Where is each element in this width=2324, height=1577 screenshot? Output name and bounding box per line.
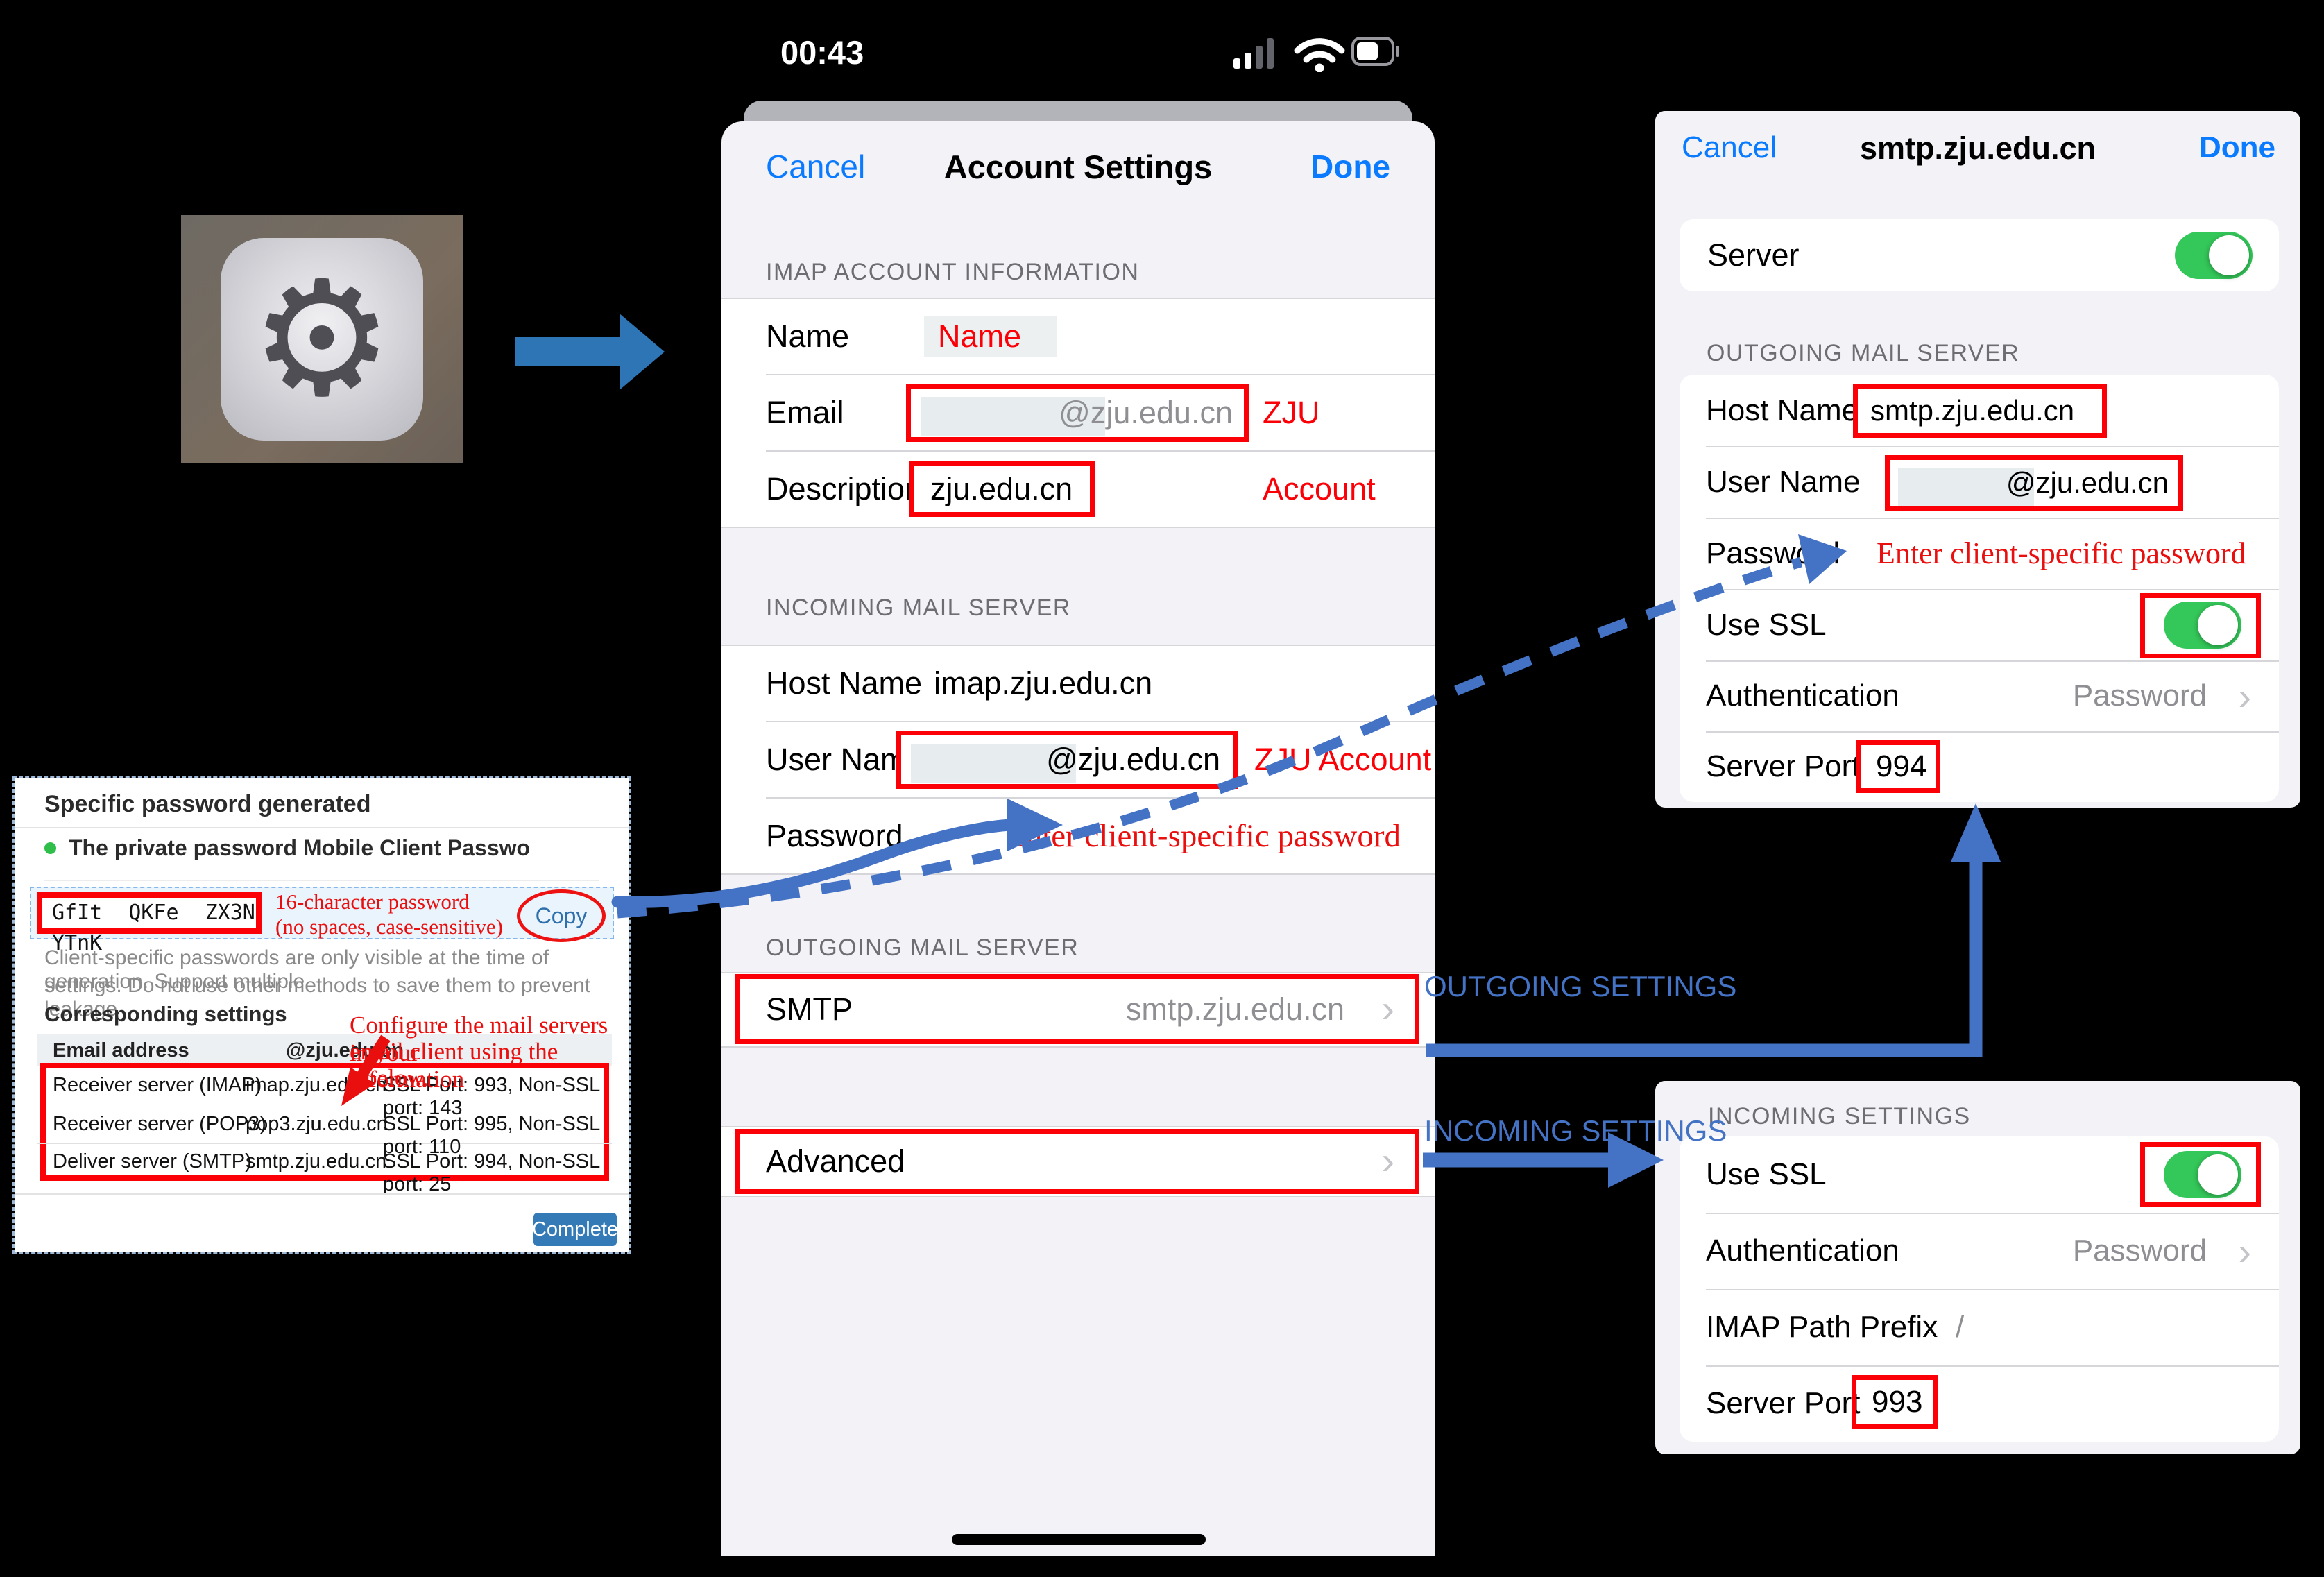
server-toggle[interactable] (2175, 232, 2253, 279)
outgoing-server-card: Host Name smtp.zju.edu.cn User Name @zju… (1680, 375, 2279, 802)
imap-path-label: IMAP Path Prefix (1706, 1310, 1938, 1344)
redacted-smtp-user-local (1898, 468, 2034, 506)
description-field[interactable]: zju.edu.cn (909, 461, 1095, 517)
smtp-label: SMTP (766, 991, 853, 1027)
dialog-subtitle: The private password Mobile Client Passw… (69, 835, 531, 860)
smtp-auth-chevron-icon: › (2238, 674, 2251, 718)
copy-button[interactable]: Copy (517, 889, 606, 942)
smtp-panel-cancel-button[interactable]: Cancel (1682, 130, 1777, 164)
advanced-row[interactable] (721, 1127, 1435, 1196)
smtp-chevron-icon: › (1381, 987, 1394, 1030)
incoming-auth-chevron-icon: › (2238, 1229, 2251, 1273)
password-strip: GfIt QKFe ZX3N YTnK 16-character passwor… (30, 887, 614, 955)
status-time: 00:43 (780, 34, 864, 71)
advanced-label: Advanced (766, 1143, 905, 1179)
host-name-value[interactable]: imap.zju.edu.cn (934, 665, 1153, 701)
settings-app-tile[interactable]: ⚙ (181, 215, 463, 463)
smtp-host-label: Host Name (1706, 393, 1859, 427)
host-name-label: Host Name (766, 665, 923, 701)
smtp-ssl-label: Use SSL (1706, 608, 1827, 642)
server-label: Server (1707, 237, 1800, 273)
smtp-ssl-toggle[interactable] (2164, 602, 2241, 649)
incoming-ssl-label: Use SSL (1706, 1157, 1827, 1191)
complete-button[interactable]: Complete (532, 1213, 618, 1246)
smtp-auth-value[interactable]: Password (2072, 679, 2207, 713)
server-table-header: Email address @zju.edu.cn (37, 1034, 612, 1066)
status-bar: 00:43 (780, 33, 864, 71)
status-dot-icon (44, 842, 56, 854)
server-card: Server (1680, 219, 2279, 291)
password-note-line1: 16-character password (275, 889, 470, 914)
incoming-auth-label: Authentication (1706, 1234, 1899, 1268)
smtp-settings-panel: Cancel smtp.zju.edu.cn Done Server OUTGO… (1655, 111, 2300, 808)
password-annotation: Enter client-specific password (1006, 818, 1401, 854)
server-table-highlight (40, 1063, 609, 1181)
smtp-ssl-highlight (2140, 593, 2261, 658)
home-indicator[interactable] (952, 1534, 1206, 1545)
outgoing-flow-label: OUTGOING SETTINGS (1424, 970, 1737, 1003)
incoming-port-label: Server Port (1706, 1386, 1861, 1420)
smtp-panel-title: smtp.zju.edu.cn (1859, 130, 2096, 166)
dialog-title: Specific password generated (44, 791, 371, 817)
smtp-outgoing-section-header: OUTGOING MAIL SERVER (1707, 340, 2020, 366)
smtp-user-field[interactable]: @zju.edu.cn (1885, 455, 2183, 511)
smtp-password-label: Password (1706, 536, 1840, 570)
redacted-email-local (921, 397, 1105, 436)
smtp-auth-label: Authentication (1706, 679, 1899, 713)
email-field[interactable]: @zju.edu.cn (906, 384, 1249, 442)
status-icons (1233, 37, 1399, 72)
email-label: Email (766, 395, 844, 430)
incoming-flow-label: INCOMING SETTINGS (1424, 1114, 1727, 1147)
name-field[interactable]: Name (924, 316, 1057, 357)
dialog-body-line1: Client-specific passwords are only visib… (44, 946, 549, 993)
smtp-password-annotation: Enter client-specific password (1877, 536, 2246, 570)
password-dialog: Specific password generated The private … (12, 776, 631, 1254)
incoming-ssl-highlight (2140, 1142, 2261, 1207)
imap-path-value[interactable]: / (1956, 1310, 1965, 1344)
gear-icon: ⚙ (221, 237, 423, 441)
config-note-line3: below. (365, 1064, 429, 1091)
battery-icon (1351, 37, 1399, 66)
smtp-port-field[interactable]: 994 (1856, 740, 1940, 793)
user-annotation: ZJU Account (1254, 742, 1432, 777)
account-settings-sheet: Cancel Account Settings Done IMAP ACCOUN… (721, 121, 1435, 1556)
name-label: Name (766, 318, 850, 354)
dialog-body-line2: settings. Do not use other methods to sa… (44, 974, 591, 1021)
outgoing-section-header: OUTGOING MAIL SERVER (766, 935, 1079, 961)
table-row-imap: Receiver server (IMAP) imap.zju.edu.cn S… (37, 1066, 612, 1119)
incoming-ssl-toggle[interactable] (2164, 1151, 2241, 1198)
corresponding-settings-heading: Corresponding settings (44, 1002, 287, 1026)
done-button[interactable]: Done (1310, 148, 1390, 185)
smtp-host-field[interactable]: smtp.zju.edu.cn (1853, 384, 2107, 438)
user-name-field[interactable]: @zju.edu.cn (896, 731, 1238, 789)
incoming-settings-panel: INCOMING SETTINGS Use SSL Authentication… (1655, 1081, 2300, 1454)
password-label: Password (766, 818, 903, 853)
password-note-line2: (no spaces, case-sensitive) (275, 914, 503, 939)
icon-to-phone-arrow (515, 314, 665, 390)
advanced-chevron-icon: › (1381, 1139, 1394, 1182)
smtp-row[interactable] (721, 973, 1435, 1046)
cancel-button[interactable]: Cancel (766, 148, 866, 185)
incoming-settings-card: Use SSL Authentication Password › IMAP P… (1680, 1136, 2279, 1442)
smtp-user-label: User Name (1706, 465, 1861, 499)
advanced-row-highlight (735, 1129, 1419, 1194)
imap-section-header: IMAP ACCOUNT INFORMATION (766, 259, 1140, 285)
incoming-port-field[interactable]: 993 (1852, 1375, 1938, 1429)
page-title: Account Settings (943, 148, 1213, 185)
incoming-panel-header: INCOMING SETTINGS (1708, 1103, 1971, 1130)
table-row-pop3: Receiver server (POP3) pop3.zju.edu.cn S… (37, 1105, 612, 1158)
outgoing-settings-arrow (1426, 803, 2001, 1057)
table-row-smtp: Deliver server (SMTP) smtp.zju.edu.cn SS… (53, 1150, 600, 1195)
email-annotation: ZJU Account (1263, 395, 1376, 506)
incoming-section-header: INCOMING MAIL SERVER (766, 595, 1071, 621)
smtp-port-label: Server Port (1706, 749, 1861, 783)
smtp-row-highlight (735, 974, 1419, 1044)
incoming-auth-value[interactable]: Password (2072, 1234, 2207, 1268)
description-label: Description (766, 471, 923, 506)
signal-icon (1233, 38, 1274, 69)
smtp-panel-done-button[interactable]: Done (2199, 130, 2275, 164)
wifi-icon (1294, 38, 1345, 72)
generated-password-box: GfIt QKFe ZX3N YTnK (37, 892, 262, 955)
smtp-value: smtp.zju.edu.cn (1125, 991, 1344, 1027)
